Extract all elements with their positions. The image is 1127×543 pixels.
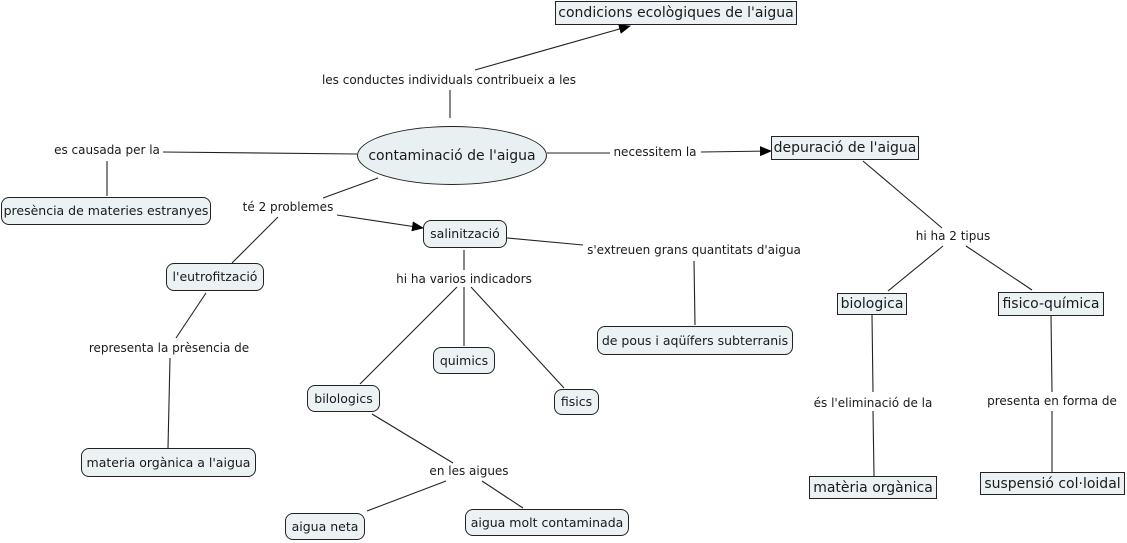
edge-depuracio-tipus xyxy=(862,160,943,229)
link-conductes-individuals: les conductes individuals contribueix a … xyxy=(319,73,579,87)
link-en-les-aigues: en les aigues xyxy=(427,464,511,478)
link-representa: representa la prèsencia de xyxy=(86,341,252,355)
concept-presencia-materies[interactable]: presència de materies estranyes xyxy=(1,197,211,225)
edge-conductes-condicions xyxy=(474,24,631,71)
concept-bilologics[interactable]: bilologics xyxy=(307,385,380,412)
concept-label: presència de materies estranyes xyxy=(3,203,209,218)
link-necessitem: necessitem la xyxy=(611,145,699,159)
link-te-2-problemes: té 2 problemes xyxy=(240,200,336,214)
concept-label: de pous i aqüífers subterranis xyxy=(601,332,789,348)
concept-label: biologica xyxy=(840,296,904,312)
concept-materia-organica-aigua[interactable]: materia orgànica a l'aigua xyxy=(81,448,256,477)
edge-problemes-salinitzacio xyxy=(336,214,424,232)
link-presenta-forma: presenta en forma de xyxy=(985,394,1119,408)
concept-depuracio-aigua[interactable]: depuració de l'aigua xyxy=(771,136,919,160)
edge-problemes-eutrofitzacio xyxy=(231,216,279,264)
concept-label: matèria orgànica xyxy=(813,479,933,496)
edge-bilologics-aigues xyxy=(371,413,454,464)
concept-quimics[interactable]: quimics xyxy=(433,347,495,374)
edge-tipus-fisico xyxy=(965,245,1033,291)
edge-salinitzacio-extreuen xyxy=(506,237,584,246)
edge-contaminacio-causada xyxy=(162,151,358,155)
link-extreuen: s'extreuen grans quantitats d'aigua xyxy=(585,243,803,257)
concept-aigua-neta[interactable]: aigua neta xyxy=(285,513,365,540)
concept-aigua-molt-contaminada[interactable]: aigua molt contaminada xyxy=(465,509,629,536)
link-varios-indicadors: hi ha varios indicadors xyxy=(394,272,534,286)
concept-label: materia orgànica a l'aigua xyxy=(86,454,251,470)
concept-pous-aquifers[interactable]: de pous i aqüífers subterranis xyxy=(597,326,793,355)
concept-fisico-quimica[interactable]: fisico-química xyxy=(998,292,1104,316)
concept-eutrofitzacio[interactable]: l'eutrofització xyxy=(166,263,264,291)
edge-contaminacio-problemes xyxy=(322,177,379,199)
link-es-causada: es causada per la xyxy=(52,143,162,157)
concept-label: condicions ecològiques de l'aigua xyxy=(558,5,794,21)
concept-label: fisics xyxy=(560,394,593,409)
concept-suspensio-colloidal[interactable]: suspensió col·loidal xyxy=(980,472,1125,495)
concept-materia-organica[interactable]: matèria orgànica xyxy=(809,476,937,499)
concept-label: l'eutrofització xyxy=(172,269,258,284)
concept-label: suspensió col·loidal xyxy=(984,475,1121,492)
edge-eutrofitzacio-representa xyxy=(175,292,207,339)
edge-representa-materia xyxy=(167,357,171,449)
concept-label: salinització xyxy=(430,226,500,241)
concept-label: aigua molt contaminada xyxy=(470,514,624,530)
concept-condicions-ecologiques[interactable]: condicions ecològiques de l'aigua xyxy=(555,1,797,25)
edge-aigues-contaminada xyxy=(481,480,524,509)
concept-label: depuració de l'aigua xyxy=(773,140,917,156)
link-2-tipus: hi ha 2 tipus xyxy=(913,229,993,243)
link-eliminacio: és l'eliminació de la xyxy=(811,396,935,410)
edge-biologica-eliminacio xyxy=(871,314,874,393)
edge-indicadors-bilologics xyxy=(359,286,458,385)
edge-extreuen-pous xyxy=(693,260,696,326)
edge-indicadors-fisics xyxy=(470,286,565,389)
concept-label: aigua neta xyxy=(291,518,359,534)
edge-fisico-presenta xyxy=(1050,315,1053,393)
concept-label: contaminació de l'aigua xyxy=(368,147,536,164)
concept-label: bilologics xyxy=(314,390,373,406)
edge-necessitem-depuracio xyxy=(700,146,772,157)
concept-fisics[interactable]: fisics xyxy=(554,389,599,415)
concept-biologica[interactable]: biologica xyxy=(837,293,907,315)
edge-eliminacio-materia xyxy=(872,410,875,477)
edge-tipus-biologica xyxy=(887,245,944,292)
concept-salinitzacio[interactable]: salinització xyxy=(423,220,507,248)
concept-label: fisico-química xyxy=(1002,296,1100,312)
concept-contaminacio-aigua[interactable]: contaminació de l'aigua xyxy=(357,126,547,185)
edge-aigues-neta xyxy=(366,480,447,512)
concept-label: quimics xyxy=(439,352,489,368)
